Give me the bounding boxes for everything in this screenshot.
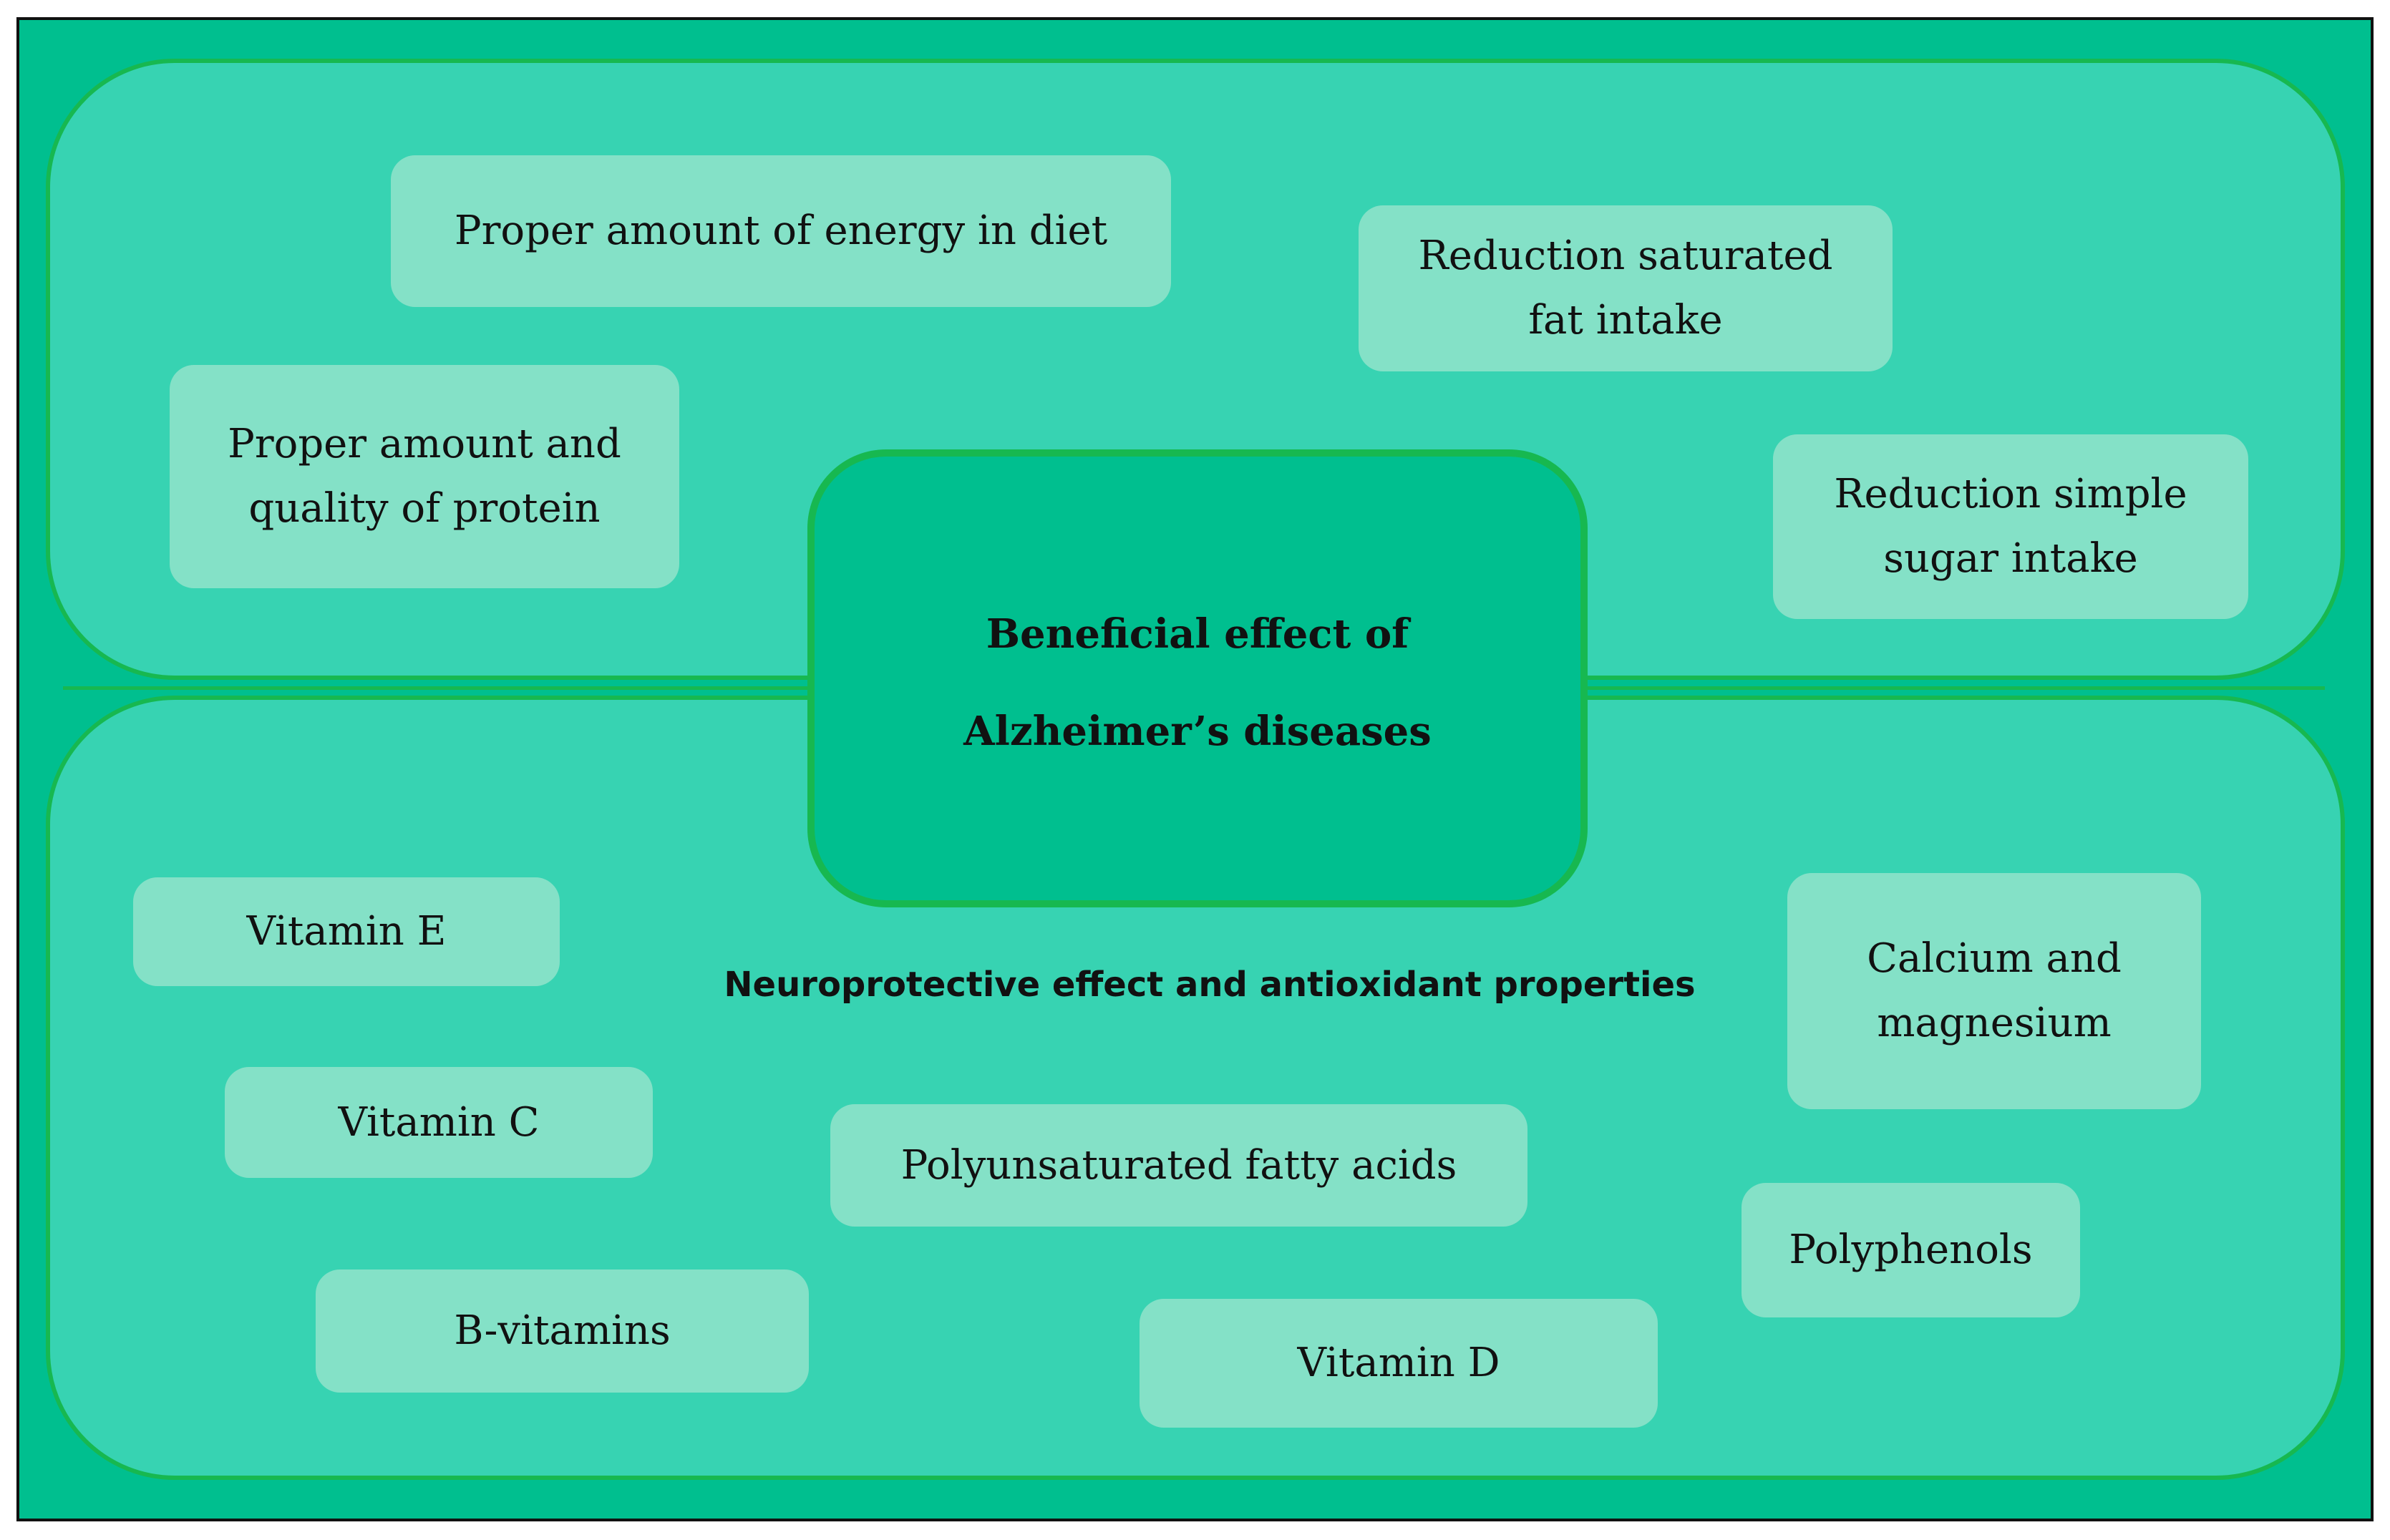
pufa-label: Polyunsaturated fatty acids xyxy=(900,1141,1457,1189)
protein-label-line-2: quality of protein xyxy=(248,485,601,532)
vitamin-e-box: Vitamin E xyxy=(133,877,560,986)
left-connector-line xyxy=(63,686,815,690)
polyphenols-box: Polyphenols xyxy=(1742,1183,2080,1317)
vitamin-e-label: Vitamin E xyxy=(246,908,447,955)
simple-sugar-label-line-2: sugar intake xyxy=(1883,535,2138,582)
vitamin-c-label: Vitamin C xyxy=(338,1098,540,1146)
saturated-fat-box: Reduction saturated fat intake xyxy=(1359,205,1893,371)
b-vitamins-box: B-vitamins xyxy=(316,1269,809,1393)
center-topic-box: Beneficial effect of Alzheimer’s disease… xyxy=(807,449,1588,907)
vitamin-c-box: Vitamin C xyxy=(225,1067,653,1178)
protein-box: Proper amount and quality of protein xyxy=(170,365,679,588)
vitamin-d-box: Vitamin D xyxy=(1140,1299,1658,1428)
calcium-magnesium-box: Calcium and magnesium xyxy=(1787,873,2201,1109)
center-topic-line-2: Alzheimer’s diseases xyxy=(963,708,1432,755)
center-topic-line-1: Beneficial effect of xyxy=(986,610,1409,658)
protein-label-line-1: Proper amount and xyxy=(228,421,621,467)
saturated-fat-label-line-1: Reduction saturated xyxy=(1418,233,1833,279)
simple-sugar-box: Reduction simple sugar intake xyxy=(1773,434,2248,619)
pufa-box: Polyunsaturated fatty acids xyxy=(830,1104,1527,1227)
bottom-section-subtitle: Neuroprotective effect and antioxidant p… xyxy=(724,965,1696,1005)
b-vitamins-label: B-vitamins xyxy=(454,1307,671,1354)
energy-diet-label: Proper amount of energy in diet xyxy=(454,208,1108,254)
polyphenols-label: Polyphenols xyxy=(1789,1227,2033,1273)
vitamin-d-label: Vitamin D xyxy=(1297,1340,1500,1386)
saturated-fat-label-line-2: fat intake xyxy=(1528,297,1723,343)
calcium-magnesium-label-line-1: Calcium and xyxy=(1867,935,2122,982)
energy-diet-box: Proper amount of energy in diet xyxy=(391,155,1171,307)
right-connector-line xyxy=(1580,686,2325,690)
calcium-magnesium-label-line-2: magnesium xyxy=(1877,1000,2112,1046)
simple-sugar-label-line-1: Reduction simple xyxy=(1834,471,2187,517)
